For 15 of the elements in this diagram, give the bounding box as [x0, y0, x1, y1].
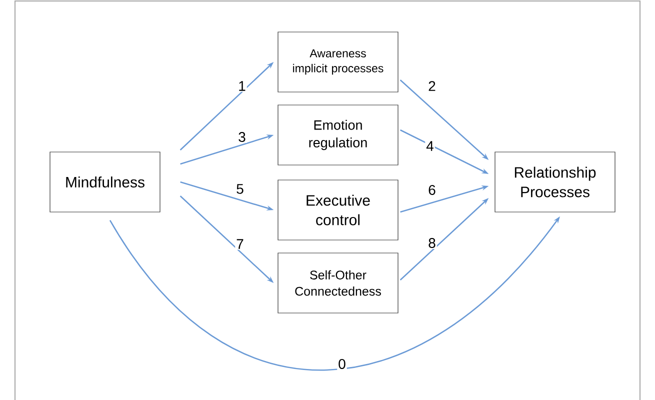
process-box: Awareness implicit processes [278, 32, 398, 92]
process-box: Emotion regulation [278, 104, 398, 166]
edge-label: 5 [235, 183, 245, 195]
process-box: Relationship Processes [494, 152, 616, 212]
process-box: Mindfulness [50, 152, 160, 212]
edge-label: 6 [427, 184, 437, 196]
edge-label: 4 [425, 140, 435, 152]
edge-label: 3 [237, 131, 247, 143]
edge-label: 0 [337, 358, 347, 370]
edge-label: 2 [427, 80, 437, 92]
process-box: Executive control [278, 180, 398, 240]
process-box: Self-Other Connectedness [278, 252, 398, 314]
edge-label: 7 [235, 238, 245, 250]
edge-label: 8 [427, 237, 437, 249]
edge-label: 1 [237, 80, 247, 92]
